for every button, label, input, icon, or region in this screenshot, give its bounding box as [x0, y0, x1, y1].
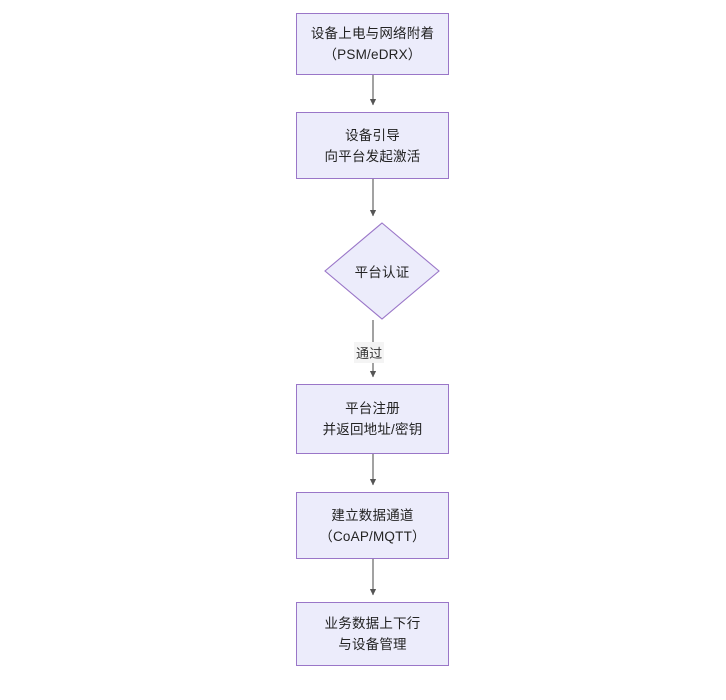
node-line-1: 设备引导: [345, 127, 400, 143]
edge-label-pass: 通过: [354, 342, 385, 363]
node-line-1: 平台注册: [345, 401, 400, 416]
node-line-1: 平台认证: [354, 265, 410, 280]
node-platform-registration[interactable]: 平台注册 并返回地址/密钥: [296, 384, 449, 454]
node-device-bootstrap[interactable]: 设备引导 向平台发起激活: [296, 112, 449, 179]
node-line-2: 与设备管理: [338, 637, 407, 652]
node-business-data-and-management[interactable]: 业务数据上下行 与设备管理: [296, 602, 449, 666]
node-line-1: 业务数据上下行: [324, 616, 421, 631]
node-platform-authentication[interactable]: 平台认证: [324, 222, 440, 320]
node-establish-data-channel[interactable]: 建立数据通道 （CoAP/MQTT）: [296, 492, 449, 559]
node-line-1: 建立数据通道: [331, 507, 414, 523]
node-line-2: 向平台发起激活: [324, 148, 421, 164]
diamond-shape-icon: [324, 222, 440, 320]
node-line-1: 设备上电与网络附着: [310, 26, 435, 41]
node-device-power-on[interactable]: 设备上电与网络附着 （PSM/eDRX）: [296, 13, 449, 75]
node-line-2: （PSM/eDRX）: [323, 47, 422, 62]
node-line-2: （CoAP/MQTT）: [319, 528, 426, 544]
node-line-2: 并返回地址/密钥: [322, 422, 423, 437]
